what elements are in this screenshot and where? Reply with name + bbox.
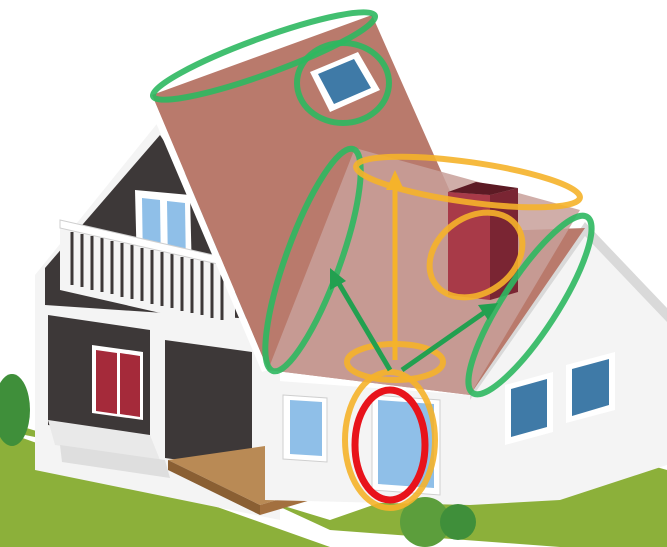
- right-wing-window-1-glass: [511, 379, 547, 437]
- chimney-front: [448, 192, 490, 300]
- porch-door-left: [96, 350, 117, 414]
- center-window-left: [290, 400, 322, 456]
- front-bush-2: [440, 504, 476, 540]
- left-bush: [0, 374, 30, 446]
- porch-door-right: [120, 353, 140, 417]
